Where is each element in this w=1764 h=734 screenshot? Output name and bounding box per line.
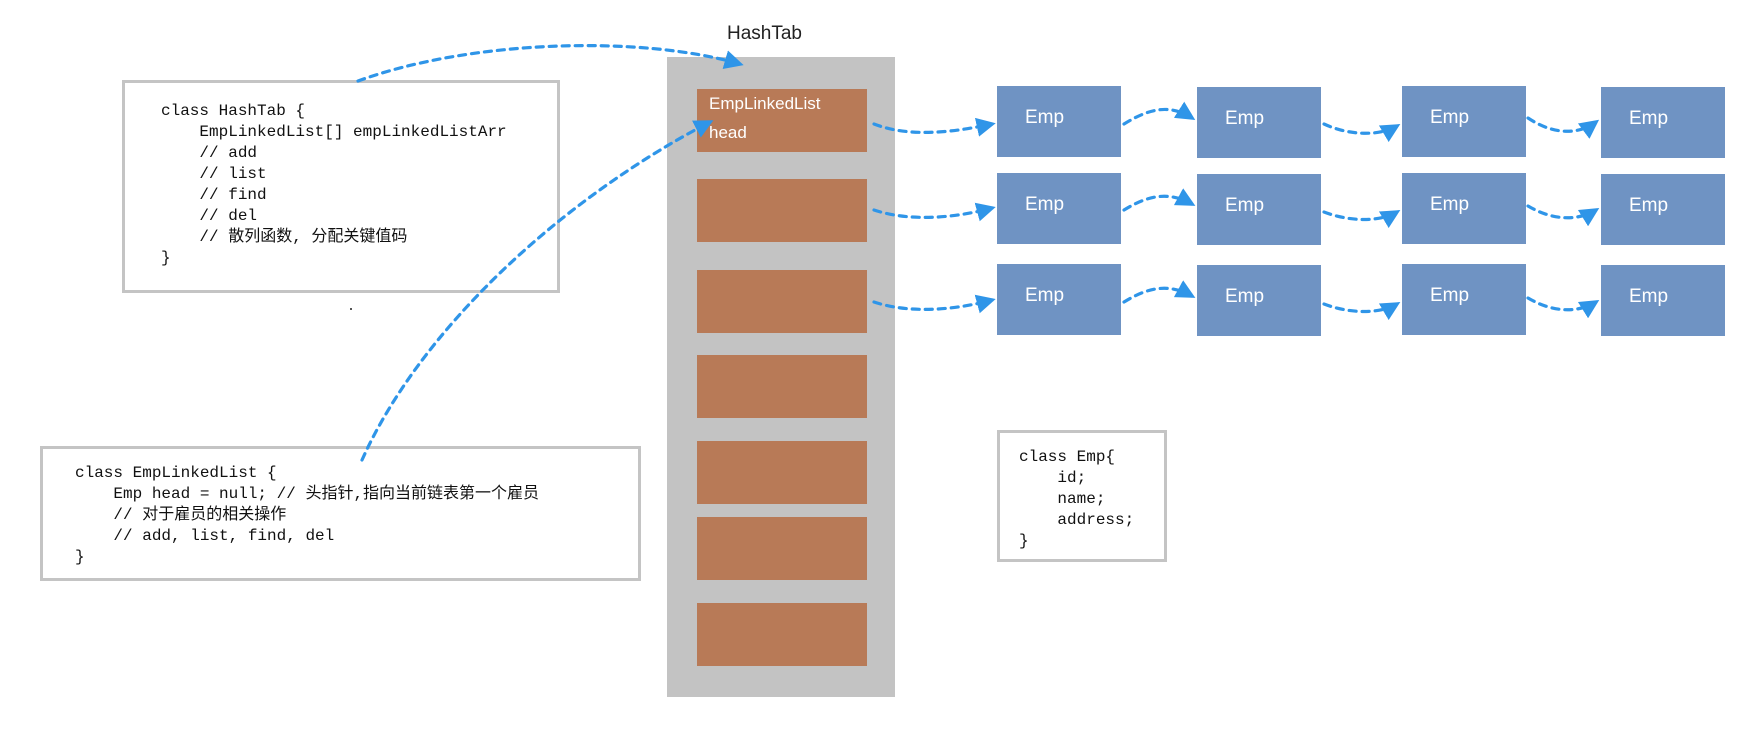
emp-node: Emp <box>1601 87 1725 158</box>
emp-node-label: Emp <box>1629 286 1669 307</box>
emp-node-label: Emp <box>1225 108 1265 129</box>
code-line: // add, list, find, del <box>75 527 335 545</box>
emplinkedlist-code-box: class EmpLinkedList { Emp head = null; /… <box>40 446 641 581</box>
emp-node-label: Emp <box>1629 195 1669 216</box>
code-line: // add <box>161 144 258 162</box>
emp-link-arrow <box>1526 296 1600 319</box>
emp-node: Emp <box>1402 173 1526 244</box>
code-line: // 散列函数, 分配关键值码 <box>161 228 408 246</box>
bucket-to-emp-arrow <box>872 117 996 137</box>
emp-node-label: Emp <box>1025 107 1065 128</box>
bucket-to-emp-arrow <box>872 202 996 222</box>
emp-node-label: Emp <box>1225 195 1265 216</box>
code-line: } <box>1019 532 1029 550</box>
stray-dot <box>350 308 352 310</box>
emplinkedlist-code: class EmpLinkedList { Emp head = null; /… <box>75 463 539 568</box>
hashtab-title: HashTab <box>727 23 802 44</box>
bucket-label-line1: EmpLinkedList <box>709 94 821 113</box>
code-line: EmpLinkedList[] empLinkedListArr <box>161 123 507 141</box>
emp-link-arrow <box>1322 122 1401 143</box>
emp-link-arrow <box>1526 116 1600 139</box>
code-line: // 对于雇员的相关操作 <box>75 506 287 524</box>
emp-node-label: Emp <box>1629 108 1669 129</box>
code-line: class Emp{ <box>1019 448 1116 466</box>
emp-link-arrow <box>1122 101 1196 126</box>
hashtab-code-box: class HashTab { EmpLinkedList[] empLinke… <box>122 80 560 293</box>
code-line: } <box>75 548 85 566</box>
code-line: // list <box>161 165 267 183</box>
emp-link-arrow <box>1122 280 1196 304</box>
bucket-to-emp-arrow <box>872 294 996 314</box>
bucket-3 <box>697 355 867 418</box>
emp-node: Emp <box>1402 86 1526 157</box>
code-line: name; <box>1019 490 1106 508</box>
bucket-2 <box>697 270 867 333</box>
bucket-label-line2: head <box>709 123 747 142</box>
bucket-0: EmpLinkedList head <box>697 89 867 152</box>
emp-node: Emp <box>1197 174 1321 245</box>
emp-node-label: Emp <box>1025 285 1065 306</box>
bucket-5 <box>697 517 867 580</box>
code-line: class EmpLinkedList { <box>75 464 277 482</box>
emp-link-arrow <box>1526 204 1600 227</box>
emp-node: Emp <box>1197 265 1321 336</box>
emp-node: Emp <box>1197 87 1321 158</box>
bucket-1 <box>697 179 867 242</box>
code-line: } <box>161 249 171 267</box>
code-line: // del <box>161 207 258 225</box>
emp-node: Emp <box>997 264 1121 335</box>
emp-node: Emp <box>1601 265 1725 336</box>
emplinkedlist-to-head-arrow <box>360 120 714 462</box>
hashtab-to-array-arrow <box>356 44 744 83</box>
emp-node-label: Emp <box>1430 285 1470 306</box>
emp-node: Emp <box>997 86 1121 157</box>
code-line: // find <box>161 186 267 204</box>
hashtab-code: class HashTab { EmpLinkedList[] empLinke… <box>161 101 507 269</box>
emp-link-arrow <box>1322 302 1401 321</box>
emp-code: class Emp{ id; name; address;} <box>1019 447 1134 552</box>
bucket-6 <box>697 603 867 666</box>
emp-node-label: Emp <box>1025 194 1065 215</box>
code-line: class HashTab { <box>161 102 306 120</box>
emp-node-label: Emp <box>1430 194 1470 215</box>
emp-node: Emp <box>1402 264 1526 335</box>
emp-link-arrow <box>1122 188 1196 212</box>
bucket-4 <box>697 441 867 504</box>
emp-node: Emp <box>1601 174 1725 245</box>
emp-node: Emp <box>997 173 1121 244</box>
code-line: id; <box>1019 469 1087 487</box>
code-line: address; <box>1019 511 1135 529</box>
emp-code-box: class Emp{ id; name; address;} <box>997 430 1167 562</box>
code-line: Emp head = null; // 头指针,指向当前链表第一个雇员 <box>75 485 540 503</box>
emp-node-label: Emp <box>1430 107 1470 128</box>
emp-link-arrow <box>1322 210 1401 229</box>
emp-node-label: Emp <box>1225 286 1265 307</box>
